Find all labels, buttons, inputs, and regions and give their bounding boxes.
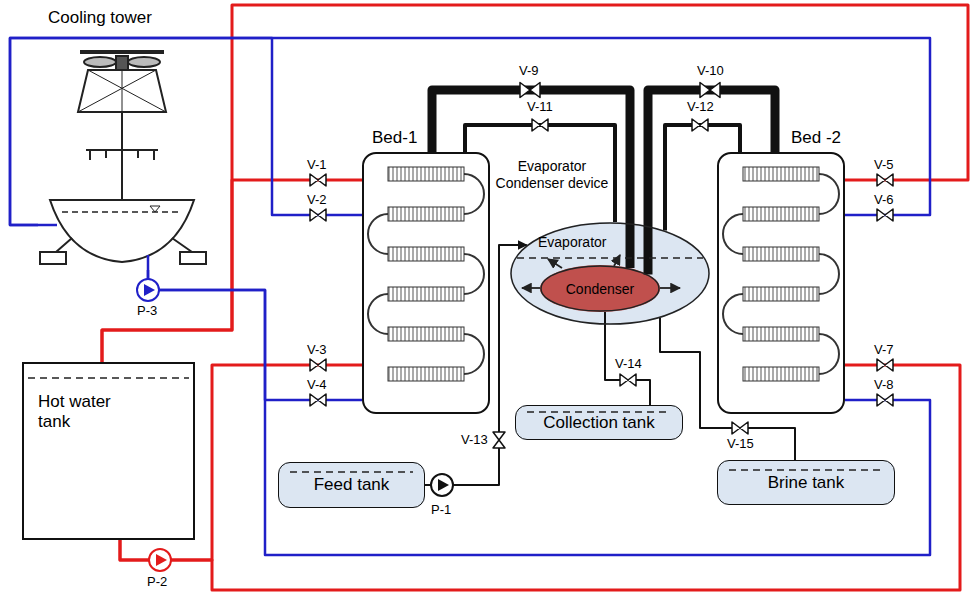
pipe-connector bbox=[102, 5, 968, 362]
tank-fill bbox=[717, 460, 895, 505]
finned-tube bbox=[388, 287, 464, 301]
pump-symbol bbox=[431, 474, 453, 496]
tank-label: Brine tank bbox=[768, 472, 845, 492]
valve-label: V-6 bbox=[873, 193, 895, 207]
evaporator-fill bbox=[510, 222, 710, 325]
heading: Bed -2 bbox=[791, 128, 841, 148]
valve-label: V-8 bbox=[873, 378, 895, 392]
pipe-connector bbox=[665, 125, 740, 231]
valve-label: V-4 bbox=[306, 378, 328, 392]
body-label: Evaporator bbox=[538, 234, 606, 251]
valve-label: V-7 bbox=[873, 343, 895, 357]
valve-symbol bbox=[493, 432, 505, 448]
valve-symbol bbox=[310, 174, 326, 186]
tank-fill bbox=[278, 462, 425, 508]
water-level bbox=[28, 378, 883, 472]
valve-label: V-3 bbox=[306, 343, 328, 357]
valve-label: V-9 bbox=[518, 64, 540, 78]
adsorber-bed: Bed-1 bbox=[362, 152, 490, 414]
brine-tank: Brine tank bbox=[717, 460, 895, 505]
valve-symbol bbox=[532, 119, 548, 131]
pump-label: P-3 bbox=[136, 304, 158, 318]
valve-label: V-1 bbox=[306, 158, 328, 172]
coil-tube bbox=[723, 174, 839, 374]
valve-symbol bbox=[877, 174, 893, 186]
valve-symbol bbox=[692, 119, 708, 131]
finned-tube bbox=[388, 367, 464, 381]
finned-tube bbox=[743, 367, 819, 381]
valve-label: V-11 bbox=[526, 100, 554, 114]
valve-group bbox=[137, 83, 893, 572]
heading: Evaporator Condenser device bbox=[493, 158, 611, 192]
vapour-pipe bbox=[648, 90, 775, 274]
valve-label: V-2 bbox=[306, 193, 328, 207]
valve-symbol bbox=[520, 83, 540, 98]
bed-coils bbox=[368, 167, 839, 381]
body-label: Condenser bbox=[566, 280, 635, 297]
liquid-level bbox=[517, 257, 703, 259]
valve-symbol bbox=[700, 83, 720, 98]
tank-label: Hot water tank bbox=[38, 392, 138, 433]
finned-tube bbox=[743, 247, 819, 261]
finned-tube bbox=[388, 167, 464, 181]
valve-symbol bbox=[732, 422, 748, 434]
cooling-tower-drawing bbox=[40, 52, 206, 264]
valve-symbol bbox=[310, 394, 326, 406]
finned-tube bbox=[388, 207, 464, 221]
valve-symbol bbox=[310, 209, 326, 221]
tank-label: Collection tank bbox=[543, 412, 655, 432]
pipe-connector bbox=[465, 125, 615, 222]
vapour-pipe bbox=[432, 90, 630, 268]
cooling-tower: Cooling tower bbox=[38, 45, 213, 270]
valve-symbol bbox=[310, 359, 326, 371]
valve-symbol bbox=[877, 394, 893, 406]
finned-tube bbox=[388, 327, 464, 341]
valve-label: V-13 bbox=[460, 433, 489, 447]
finned-tube bbox=[388, 247, 464, 261]
pipe-connector bbox=[10, 38, 930, 225]
heading: Bed-1 bbox=[372, 128, 417, 148]
adsorber-bed: Bed -2 bbox=[717, 152, 845, 414]
valve-symbol bbox=[877, 359, 893, 371]
condenser: Condenser bbox=[540, 265, 660, 312]
evaporator-condenser: Evaporator Condenser deviceEvaporatorCon… bbox=[510, 222, 710, 325]
finned-tube bbox=[743, 167, 819, 181]
valve-label: V-10 bbox=[696, 64, 725, 78]
hot-water-tank: Hot water tank bbox=[22, 362, 195, 540]
pipe-connector bbox=[10, 38, 362, 225]
finned-tube bbox=[743, 207, 819, 221]
feed-tank: Feed tank bbox=[278, 462, 425, 508]
tank-fill bbox=[515, 405, 683, 440]
pump-symbol bbox=[149, 549, 171, 571]
valve-label: V-5 bbox=[873, 158, 895, 172]
pump-symbol bbox=[137, 279, 159, 301]
collection-tank: Collection tank bbox=[515, 405, 683, 440]
coil-tube bbox=[368, 174, 484, 374]
finned-tube bbox=[743, 287, 819, 301]
pipe-stub bbox=[38, 225, 148, 270]
heading: Cooling tower bbox=[48, 8, 152, 28]
pipe-connector bbox=[605, 312, 650, 405]
valve-symbol bbox=[877, 209, 893, 221]
valve-label: V-14 bbox=[614, 357, 643, 371]
valve-label: V-12 bbox=[686, 100, 715, 114]
valve-label: V-15 bbox=[726, 437, 755, 451]
pump-label: P-1 bbox=[430, 503, 452, 517]
condenser-fill bbox=[540, 265, 660, 312]
pipe-connector bbox=[660, 318, 795, 460]
tank-label: Feed tank bbox=[314, 475, 390, 495]
valve-symbol bbox=[620, 374, 636, 386]
pump-label: P-2 bbox=[146, 575, 168, 589]
finned-tube bbox=[743, 327, 819, 341]
